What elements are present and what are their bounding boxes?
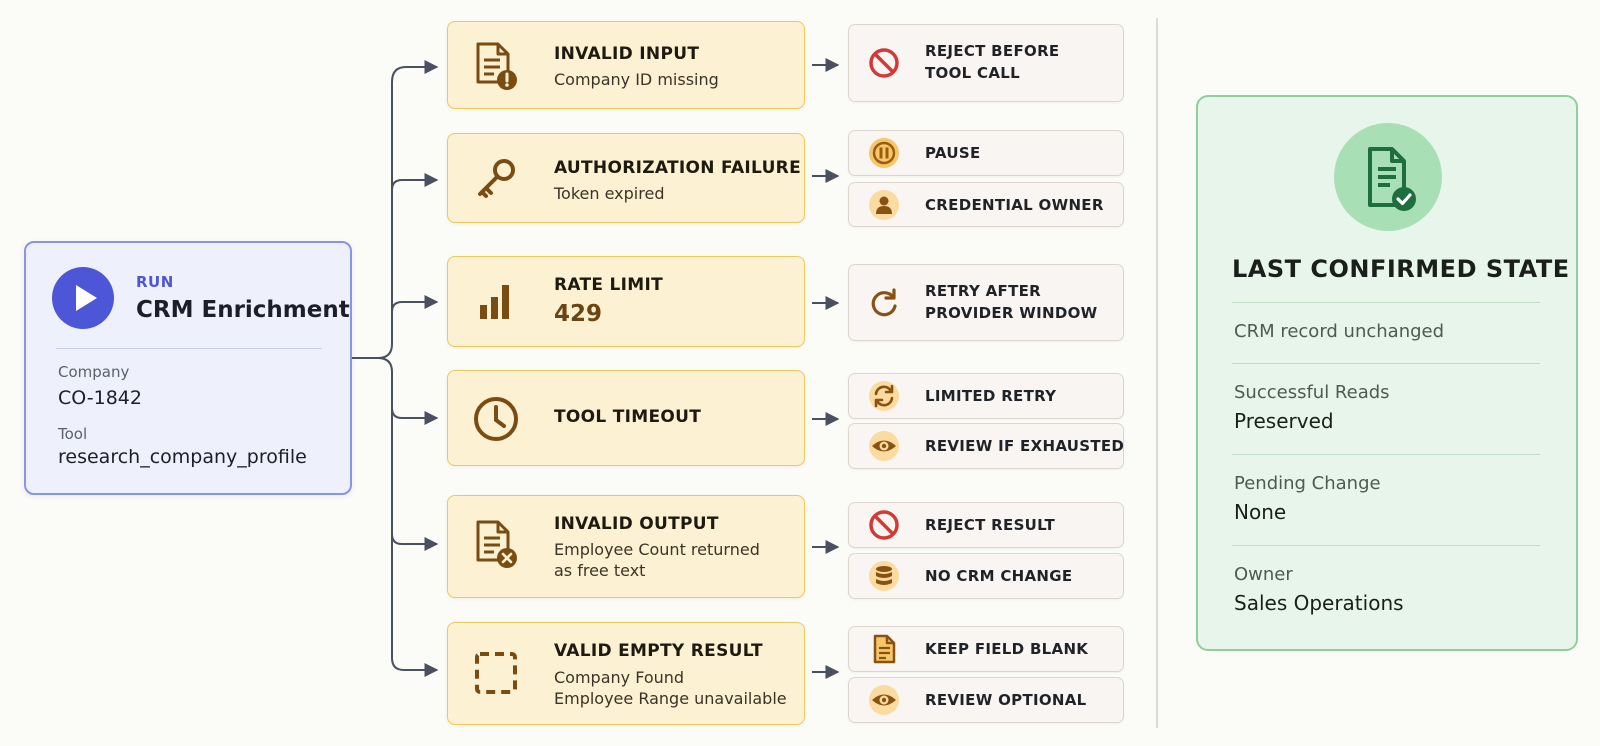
error-title: VALID EMPTY RESULT: [554, 641, 763, 661]
state-title: LAST CONFIRMED STATE: [1232, 255, 1570, 283]
no-entry-icon: [869, 510, 899, 540]
bar-chart-icon: [480, 285, 509, 319]
action-label: PAUSE: [925, 144, 981, 162]
action-label: RETRY AFTER: [925, 282, 1042, 300]
tool-label: Tool: [58, 425, 88, 443]
successful-reads-label: Successful Reads: [1234, 382, 1390, 403]
error-code: 429: [554, 301, 603, 327]
action-review-optional[interactable]: REVIEW OPTIONAL: [848, 677, 1124, 723]
pending-change-value: None: [1234, 500, 1287, 524]
run-card[interactable]: RUN CRM Enrichment Company CO-1842 Tool …: [24, 241, 352, 495]
pending-change-label: Pending Change: [1234, 473, 1381, 494]
owner-label: Owner: [1234, 564, 1293, 585]
eye-icon: [869, 431, 899, 461]
run-divider: [56, 348, 322, 349]
eye-icon: [869, 685, 899, 715]
company-label: Company: [58, 363, 130, 381]
tool-value: research_company_profile: [58, 446, 307, 468]
run-kicker: RUN: [136, 273, 174, 291]
play-icon[interactable]: [52, 267, 114, 329]
document-icon: [873, 634, 896, 664]
error-valid-empty-result[interactable]: VALID EMPTY RESULT Company Found Employe…: [447, 622, 805, 725]
error-authorization-failure[interactable]: AUTHORIZATION FAILURE Token expired: [447, 133, 805, 223]
clock-icon: [474, 397, 518, 441]
run-title: CRM Enrichment: [136, 297, 350, 323]
dashed-square-icon: [475, 652, 517, 694]
action-label: REVIEW IF EXHAUSTED: [925, 437, 1125, 455]
error-tool-timeout[interactable]: TOOL TIMEOUT: [447, 370, 805, 466]
sync-icon: [869, 381, 899, 411]
action-label: REVIEW OPTIONAL: [925, 691, 1087, 709]
action-label: LIMITED RETRY: [925, 387, 1057, 405]
error-title: INVALID OUTPUT: [554, 514, 719, 534]
action-limited-retry[interactable]: LIMITED RETRY: [848, 373, 1124, 419]
successful-reads-value: Preserved: [1234, 409, 1334, 433]
state-divider: [1232, 363, 1540, 364]
action-no-crm-change[interactable]: NO CRM CHANGE: [848, 553, 1124, 599]
error-title: AUTHORIZATION FAILURE: [554, 158, 801, 178]
database-icon: [869, 561, 899, 591]
error-invalid-output[interactable]: INVALID OUTPUT Employee Count returned a…: [447, 495, 805, 598]
action-keep-field-blank[interactable]: KEEP FIELD BLANK: [848, 626, 1124, 672]
owner-value: Sales Operations: [1234, 591, 1404, 615]
state-divider: [1232, 545, 1540, 546]
action-label: CREDENTIAL OWNER: [925, 196, 1104, 214]
crm-record-status: CRM record unchanged: [1234, 321, 1445, 342]
person-icon: [869, 190, 899, 220]
no-entry-icon: [869, 48, 899, 78]
action-label: REJECT BEFORE: [925, 42, 1060, 60]
document-warning-icon: [476, 42, 517, 90]
error-title: INVALID INPUT: [554, 44, 700, 64]
action-retry-after-provider-window[interactable]: RETRY AFTER PROVIDER WINDOW: [848, 264, 1124, 341]
action-reject-before-tool-call[interactable]: REJECT BEFORE TOOL CALL: [848, 24, 1124, 102]
document-x-icon: [476, 520, 517, 568]
pause-icon: [869, 138, 899, 168]
action-label-line2: TOOL CALL: [925, 64, 1020, 82]
section-divider: [1156, 18, 1158, 728]
error-subtitle-line2: as free text: [554, 561, 646, 580]
error-invalid-input[interactable]: INVALID INPUT Company ID missing: [447, 21, 805, 109]
state-divider: [1232, 454, 1540, 455]
error-subtitle-line1: Employee Count returned: [554, 540, 760, 559]
action-label: NO CRM CHANGE: [925, 567, 1073, 585]
action-pause[interactable]: PAUSE: [848, 130, 1124, 176]
action-reject-result[interactable]: REJECT RESULT: [848, 502, 1124, 548]
retry-icon: [871, 288, 897, 317]
document-check-icon: [1334, 123, 1442, 231]
error-subtitle-line2: Employee Range unavailable: [554, 689, 787, 708]
action-label: KEEP FIELD BLANK: [925, 640, 1089, 658]
company-value: CO-1842: [58, 387, 142, 409]
error-title: TOOL TIMEOUT: [554, 407, 702, 427]
error-subtitle: Token expired: [554, 184, 665, 203]
action-label-line2: PROVIDER WINDOW: [925, 304, 1098, 322]
error-subtitle: Company ID missing: [554, 70, 719, 89]
action-review-if-exhausted[interactable]: REVIEW IF EXHAUSTED: [848, 423, 1124, 469]
last-confirmed-state-card[interactable]: LAST CONFIRMED STATE CRM record unchange…: [1196, 95, 1578, 651]
error-rate-limit[interactable]: RATE LIMIT 429: [447, 256, 805, 347]
error-title: RATE LIMIT: [554, 275, 664, 295]
action-label: REJECT RESULT: [925, 516, 1056, 534]
action-credential-owner[interactable]: CREDENTIAL OWNER: [848, 182, 1124, 227]
key-icon: [478, 159, 515, 198]
state-divider: [1232, 302, 1540, 303]
error-subtitle-line1: Company Found: [554, 668, 685, 687]
